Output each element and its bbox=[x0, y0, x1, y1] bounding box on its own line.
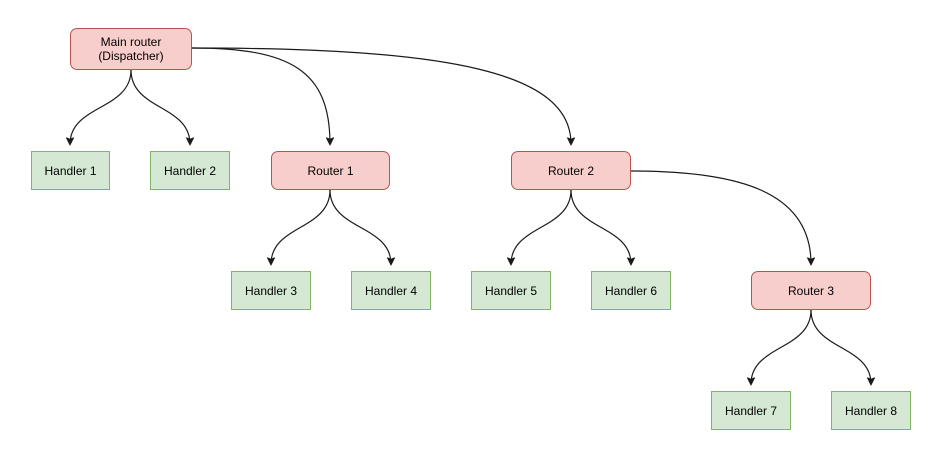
node-handler-5[interactable]: Handler 5 bbox=[471, 271, 551, 310]
node-handler-1[interactable]: Handler 1 bbox=[31, 151, 110, 190]
node-label-handler-4: Handler 4 bbox=[364, 283, 418, 298]
node-handler-2[interactable]: Handler 2 bbox=[150, 151, 230, 190]
node-main-router[interactable]: Main router (Dispatcher) bbox=[70, 28, 192, 70]
node-router-3[interactable]: Router 3 bbox=[751, 271, 871, 310]
node-label-handler-2: Handler 2 bbox=[163, 163, 217, 178]
node-handler-8[interactable]: Handler 8 bbox=[831, 391, 911, 430]
node-router-2[interactable]: Router 2 bbox=[511, 151, 631, 190]
edge-router-1-to-handler-3 bbox=[271, 189, 331, 264]
node-label-handler-6: Handler 6 bbox=[604, 283, 658, 298]
node-handler-7[interactable]: Handler 7 bbox=[711, 391, 791, 430]
node-label-router-1: Router 1 bbox=[307, 163, 354, 178]
node-label-handler-3: Handler 3 bbox=[244, 283, 298, 298]
edge-router-2-to-router-3 bbox=[630, 170, 811, 264]
edge-router-3-to-handler-7 bbox=[751, 309, 812, 384]
edge-router-1-to-handler-4 bbox=[329, 189, 391, 264]
edge-main-router-to-handler-2 bbox=[130, 69, 190, 144]
node-label-handler-8: Handler 8 bbox=[844, 403, 898, 418]
edge-router-3-to-handler-8 bbox=[810, 309, 871, 384]
node-label-router-3: Router 3 bbox=[787, 283, 835, 298]
node-label-router-2: Router 2 bbox=[547, 163, 595, 178]
edge-main-router-to-router-1 bbox=[191, 47, 330, 144]
edge-main-router-to-handler-1 bbox=[70, 69, 132, 144]
node-label-handler-7: Handler 7 bbox=[724, 403, 778, 418]
node-label-handler-1: Handler 1 bbox=[44, 163, 97, 178]
edge-router-2-to-handler-6 bbox=[570, 189, 631, 264]
node-handler-4[interactable]: Handler 4 bbox=[351, 271, 431, 310]
edge-router-2-to-handler-5 bbox=[511, 189, 572, 264]
node-label-handler-5: Handler 5 bbox=[484, 283, 538, 298]
node-handler-3[interactable]: Handler 3 bbox=[231, 271, 311, 310]
edge-main-router-to-router-2 bbox=[191, 47, 571, 144]
node-router-1[interactable]: Router 1 bbox=[271, 151, 390, 190]
node-handler-6[interactable]: Handler 6 bbox=[591, 271, 671, 310]
node-label-main-router: Main router (Dispatcher) bbox=[98, 35, 164, 63]
